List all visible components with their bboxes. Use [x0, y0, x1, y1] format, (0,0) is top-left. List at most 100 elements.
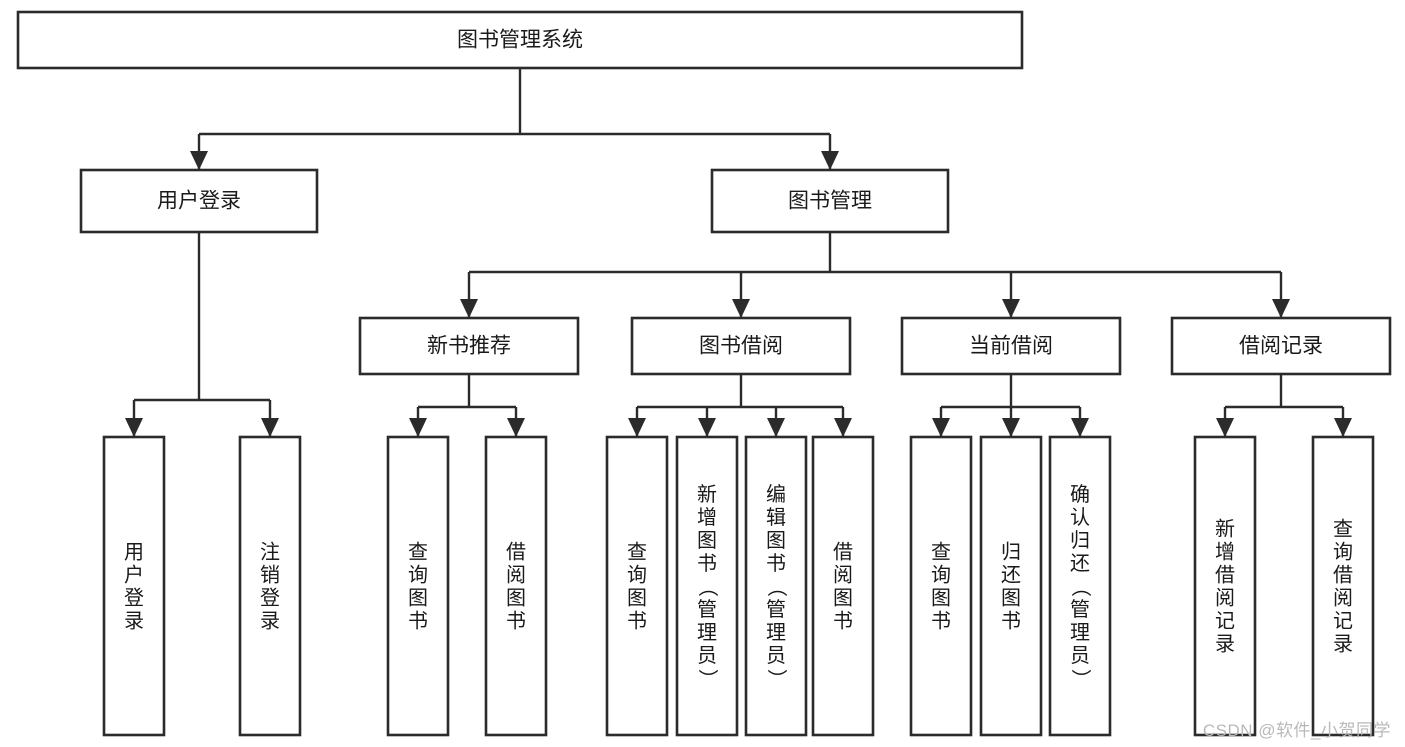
arrow-head-icon — [1272, 299, 1290, 318]
node-label-char: 书 — [931, 609, 951, 632]
node-label-char: 阅 — [833, 563, 853, 586]
node-label-char: 认 — [1070, 506, 1090, 529]
arrow-head-icon — [125, 418, 143, 437]
node-book-manage[interactable]: 图书管理 — [710, 168, 950, 234]
node-label-char: ） — [1069, 669, 1092, 689]
node-borrow-record[interactable]: 借阅记录 — [1170, 316, 1392, 376]
node-label-char: 理 — [766, 622, 786, 644]
node-label-char: 图 — [1001, 587, 1021, 609]
node-label-char: （ — [1069, 577, 1092, 597]
node-label-char: 管 — [1070, 598, 1090, 621]
node-label: 图书管理 — [788, 190, 872, 213]
node-label-char: 理 — [697, 622, 717, 644]
node-label-char: 员 — [766, 645, 786, 667]
node-label-char: 图 — [627, 587, 647, 609]
node-box — [710, 168, 950, 234]
node-label-char: 归 — [1070, 529, 1090, 552]
node-box — [102, 435, 166, 737]
node-label-char: 销 — [260, 563, 280, 586]
node-label-char: （ — [696, 577, 719, 597]
node-label-char: 借 — [1333, 563, 1353, 586]
node-label-char: 录 — [1215, 633, 1235, 655]
node-label-char: 书 — [408, 609, 428, 632]
csdn-watermark: CSDN @软件_小贺同学 — [1202, 721, 1391, 740]
node-box — [358, 316, 580, 376]
arrow-head-icon — [821, 151, 839, 170]
node-label: 用户登录 — [157, 190, 241, 213]
node-label-char: 增 — [697, 506, 717, 529]
node-box — [386, 435, 450, 737]
node-label-char: 借 — [833, 540, 853, 563]
arrow-head-icon — [834, 418, 852, 437]
node-box — [605, 435, 669, 737]
node-box — [1170, 316, 1392, 376]
node-label-char: 图 — [833, 587, 853, 609]
node-label-char: （ — [765, 577, 788, 597]
node-label-char: 查 — [931, 540, 951, 563]
arrow-head-icon — [261, 418, 279, 437]
node-book-borrow[interactable]: 图书借阅 — [630, 316, 852, 376]
node-label-char: 还 — [1070, 552, 1090, 575]
node-label-char: 书 — [833, 609, 853, 632]
node-label: 图书借阅 — [699, 335, 783, 358]
node-box — [238, 435, 302, 737]
node-label-char: 员 — [1070, 645, 1090, 667]
node-box — [79, 168, 319, 234]
node-label-char: 注 — [260, 540, 280, 563]
node-label-char: 员 — [697, 645, 717, 667]
node-box — [1048, 435, 1112, 737]
arrow-head-icon — [409, 418, 427, 437]
node-box — [900, 316, 1122, 376]
node-user-login[interactable]: 用户登录 — [79, 168, 319, 234]
node-label-char: 询 — [931, 563, 951, 586]
node-label-char: 登 — [260, 586, 280, 609]
arrow-head-icon — [1334, 418, 1352, 437]
arrow-head-icon — [1071, 418, 1089, 437]
arrow-head-icon — [190, 151, 208, 170]
node-box — [909, 435, 973, 737]
node-label-char: 登 — [124, 586, 144, 609]
node-label: 图书管理系统 — [457, 29, 583, 52]
arrow-head-icon — [628, 418, 646, 437]
node-current-borrow[interactable]: 当前借阅 — [900, 316, 1122, 376]
node-label-char: 询 — [408, 563, 428, 586]
node-label-char: 图 — [766, 530, 786, 552]
node-label-char: 阅 — [506, 563, 526, 586]
node-label-char: 管 — [697, 598, 717, 621]
node-label-char: 管 — [766, 598, 786, 621]
node-box — [16, 10, 1024, 70]
node-box — [630, 316, 852, 376]
node-new-book-rec[interactable]: 新书推荐 — [358, 316, 580, 376]
node-label-char: 图 — [506, 587, 526, 609]
node-label-char: 书 — [627, 609, 647, 632]
node-label-char: 查 — [627, 540, 647, 563]
node-label-char: 录 — [124, 610, 144, 632]
node-label-char: 确 — [1070, 483, 1090, 506]
arrow-head-icon — [698, 418, 716, 437]
node-box — [484, 435, 548, 737]
arrow-head-icon — [460, 299, 478, 318]
node-label-char: 增 — [1215, 540, 1235, 563]
node-box — [744, 435, 808, 737]
arrow-head-icon — [767, 418, 785, 437]
node-label-char: 户 — [124, 563, 144, 586]
node-leaf-user-login[interactable]: 用户登录 — [102, 435, 166, 737]
diagram-nodes-layer: 图书管理系统用户登录图书管理新书推荐图书借阅当前借阅借阅记录用户登录注销登录查询… — [16, 10, 1392, 737]
node-label-char: 书 — [506, 609, 526, 632]
node-label-char: 录 — [1333, 633, 1353, 655]
node-label-char: 图 — [697, 530, 717, 552]
node-root[interactable]: 图书管理系统 — [16, 10, 1024, 70]
